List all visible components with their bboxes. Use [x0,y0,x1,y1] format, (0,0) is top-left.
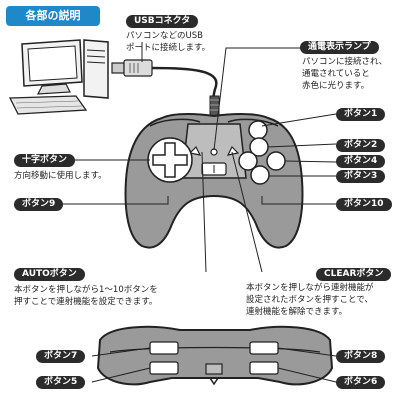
button-8-label: ボタン8 [336,350,386,363]
button-3-label: ボタン3 [336,170,386,183]
gamepad-top-view [124,113,304,249]
auto-button-label: AUTOボタン [14,268,85,281]
auto-button-desc: 本ボタンを押しながら1～10ボタンを 押すことで連射機能を設定できます。 [14,285,158,307]
power-lamp-label: 通電表示ランプ [300,41,379,54]
button-9-label: ボタン9 [14,198,64,211]
button-5-label: ボタン5 [36,376,86,389]
leader-lines [58,42,337,383]
button-7-label: ボタン7 [36,350,86,363]
usb-connector-label: USBコネクタ [126,15,199,28]
usb-connector-icon [111,59,153,77]
button-1-label: ボタン1 [336,108,386,121]
computer-icon [8,39,109,115]
button-10-label: ボタン10 [336,198,392,211]
dpad-desc: 方向移動に使用します。 [14,171,107,181]
button-6-label: ボタン6 [336,376,386,389]
dpad-label: 十字ボタン [14,154,76,167]
button-4-label: ボタン4 [336,155,386,168]
button-2-label: ボタン2 [336,139,386,152]
clear-button-desc: 本ボタンを押しながら連射機能が 設定されたボタンを押すことで、 連射機能を解除で… [246,283,374,317]
clear-button-label: CLEARボタン [316,268,392,281]
page-title: 各部の説明 [6,6,100,26]
power-lamp-desc: パソコンに接続され、 通電されていると 赤色に光ります。 [302,57,388,91]
usb-connector-desc: パソコンなどのUSB ポートに接続します。 [126,31,211,53]
gamepad-front-view [96,325,334,386]
